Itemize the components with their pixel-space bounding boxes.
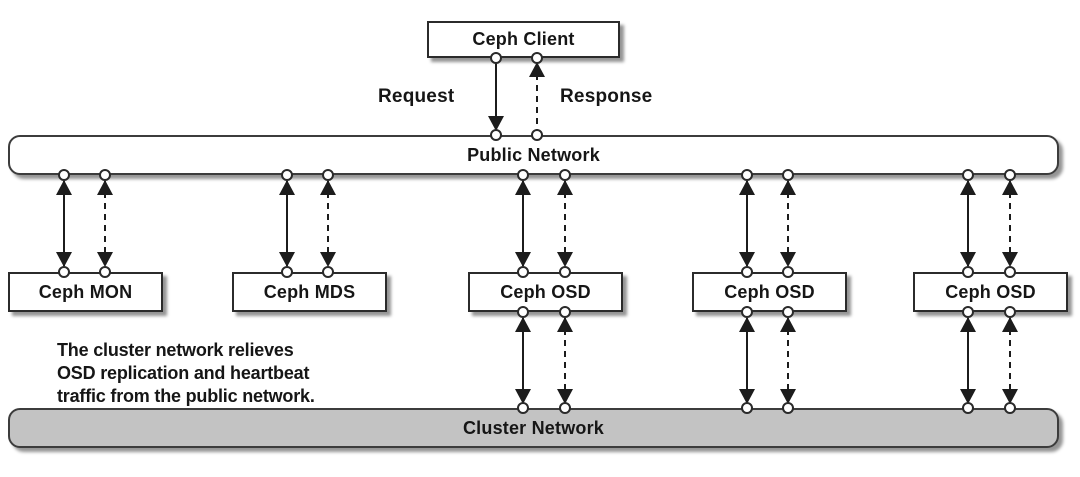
connection-point — [531, 52, 543, 64]
connection-point — [741, 306, 753, 318]
annotation-line-3: traffic from the public network. — [57, 386, 315, 406]
osd3-public-solid-arrow — [960, 180, 976, 267]
osd3-public-dashed-arrow — [1002, 180, 1018, 267]
connection-point — [517, 306, 529, 318]
ceph-mds-box: Ceph MDS — [232, 272, 387, 312]
cluster-network-bar: Cluster Network — [8, 408, 1059, 448]
ceph-osd3-box: Ceph OSD — [913, 272, 1068, 312]
connection-point — [962, 402, 974, 414]
osd1-cluster-dashed-arrow — [557, 317, 573, 404]
connection-point — [322, 266, 334, 278]
connection-point — [1004, 266, 1016, 278]
connection-point — [1004, 306, 1016, 318]
annotation-line-2: OSD replication and heartbeat — [57, 363, 310, 383]
connection-point — [962, 266, 974, 278]
connection-point — [1004, 169, 1016, 181]
connection-point — [559, 306, 571, 318]
connection-point — [782, 306, 794, 318]
cluster-network-annotation: The cluster network relieves OSD replica… — [57, 339, 315, 408]
connection-point — [281, 266, 293, 278]
mon-public-solid-arrow — [56, 180, 72, 267]
osd1-public-dashed-arrow — [557, 180, 573, 267]
osd2-cluster-solid-arrow — [739, 317, 755, 404]
annotation-line-1: The cluster network relieves — [57, 340, 294, 360]
connection-point — [517, 402, 529, 414]
connection-point — [782, 169, 794, 181]
ceph-osd2-box: Ceph OSD — [692, 272, 847, 312]
ceph-osd3-label: Ceph OSD — [945, 281, 1036, 302]
ceph-mon-label: Ceph MON — [38, 281, 133, 302]
osd1-cluster-solid-arrow — [515, 317, 531, 404]
ceph-osd2-label: Ceph OSD — [724, 281, 815, 302]
connection-point — [322, 169, 334, 181]
public-network-label: Public Network — [467, 144, 600, 165]
connection-point — [58, 169, 70, 181]
connection-point — [517, 169, 529, 181]
connection-point — [741, 402, 753, 414]
ceph-mds-label: Ceph MDS — [263, 281, 356, 302]
connection-point — [99, 266, 111, 278]
request-label: Request — [378, 86, 455, 107]
connection-point — [559, 266, 571, 278]
connection-point — [782, 266, 794, 278]
ceph-osd1-box: Ceph OSD — [468, 272, 623, 312]
connection-point — [741, 266, 753, 278]
connection-point — [962, 169, 974, 181]
public-network-bar: Public Network — [8, 135, 1059, 175]
connection-point — [559, 402, 571, 414]
mds-public-dashed-arrow — [320, 180, 336, 267]
connection-point — [490, 129, 502, 141]
response-dashed-arrow — [529, 62, 545, 130]
connection-point — [559, 169, 571, 181]
mon-public-dashed-arrow — [97, 180, 113, 267]
connection-point — [58, 266, 70, 278]
connection-point — [1004, 402, 1016, 414]
connection-point — [517, 266, 529, 278]
osd2-public-dashed-arrow — [780, 180, 796, 267]
osd3-cluster-dashed-arrow — [1002, 317, 1018, 404]
ceph-client-label: Ceph Client — [472, 29, 575, 49]
osd1-public-solid-arrow — [515, 180, 531, 267]
ceph-client-box: Ceph Client — [427, 21, 620, 58]
response-label: Response — [560, 86, 653, 107]
mds-public-solid-arrow — [279, 180, 295, 267]
ceph-mon-box: Ceph MON — [8, 272, 163, 312]
connection-point — [490, 52, 502, 64]
connection-point — [281, 169, 293, 181]
connection-point — [531, 129, 543, 141]
request-solid-arrow — [488, 63, 504, 131]
cluster-network-label: Cluster Network — [462, 417, 605, 438]
osd3-cluster-solid-arrow — [960, 317, 976, 404]
connection-point — [962, 306, 974, 318]
connection-point — [99, 169, 111, 181]
ceph-osd1-label: Ceph OSD — [500, 281, 591, 302]
connection-point — [782, 402, 794, 414]
osd2-cluster-dashed-arrow — [780, 317, 796, 404]
connection-point — [741, 169, 753, 181]
osd2-public-solid-arrow — [739, 180, 755, 267]
